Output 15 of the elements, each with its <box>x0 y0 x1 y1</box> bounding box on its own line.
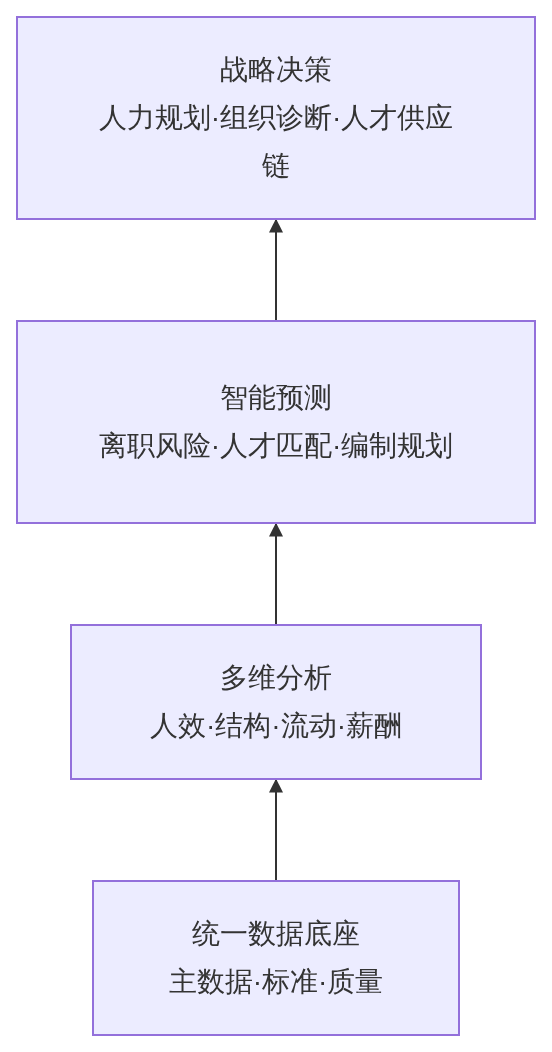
box-heading: 智能预测 <box>219 381 333 415</box>
process-box <box>16 16 536 220</box>
arrow <box>269 778 283 881</box>
box-text: 离职风险·人才匹配·编制规划 <box>98 429 454 463</box>
box-heading: 统一数据底座 <box>191 917 361 951</box>
box-text: 主数据·标准·质量 <box>167 965 385 999</box>
process-box <box>70 624 482 780</box>
process-box <box>16 320 536 524</box>
arrow <box>269 522 283 625</box>
arrow <box>269 218 283 321</box>
box-text: 人效·结构·流动·薪酬 <box>149 709 403 743</box>
box-heading: 多维分析 <box>219 661 333 695</box>
box-text: 人力规划·组织诊断·人才供应链 <box>98 101 454 183</box>
box-heading: 战略决策 <box>219 53 333 87</box>
process-box <box>92 880 460 1036</box>
